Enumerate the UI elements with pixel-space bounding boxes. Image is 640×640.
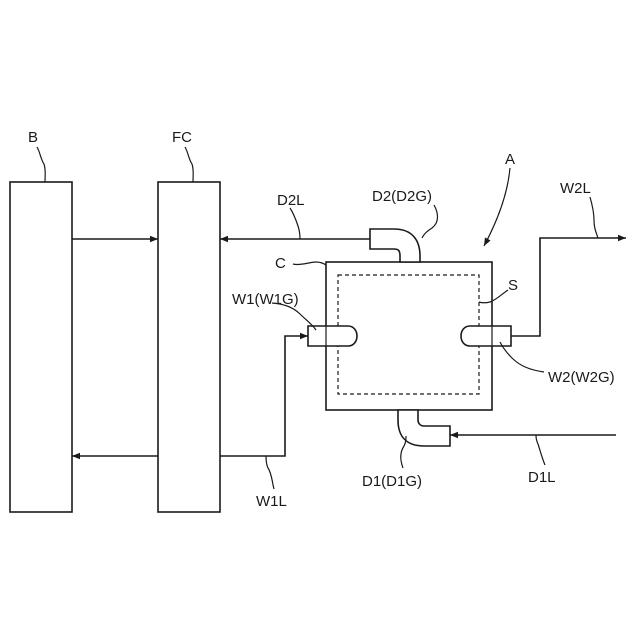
label-c: C (275, 255, 286, 272)
label-d2l: D2L (277, 192, 305, 209)
label-d2: D2(D2G) (372, 188, 432, 205)
d2-pipe (370, 229, 420, 262)
label-d1: D1(D1G) (362, 473, 422, 490)
label-w1: W1(W1G) (232, 291, 299, 308)
leader-d1 (401, 436, 406, 468)
block-fc (158, 182, 220, 512)
label-b: B (28, 129, 38, 146)
label-d1l: D1L (528, 469, 556, 486)
leader-fc (185, 147, 193, 182)
leader-d1l (536, 435, 545, 465)
block-b (10, 182, 72, 512)
w2-nozzle (461, 326, 511, 346)
label-a: A (505, 151, 515, 168)
label-w2: W2(W2G) (548, 369, 615, 386)
w2l-line (511, 238, 626, 336)
leader-c (293, 262, 326, 265)
w1l-line (220, 336, 308, 456)
label-w2l: W2L (560, 180, 591, 197)
label-w1l: W1L (256, 493, 287, 510)
label-fc: FC (172, 129, 192, 146)
leader-d2 (422, 205, 438, 238)
leader-d2l (290, 208, 300, 239)
label-s: S (508, 277, 518, 294)
leader-w2l (590, 197, 598, 238)
pointer-a (484, 168, 510, 246)
leader-b (37, 147, 45, 182)
leader-w1l (266, 456, 274, 489)
